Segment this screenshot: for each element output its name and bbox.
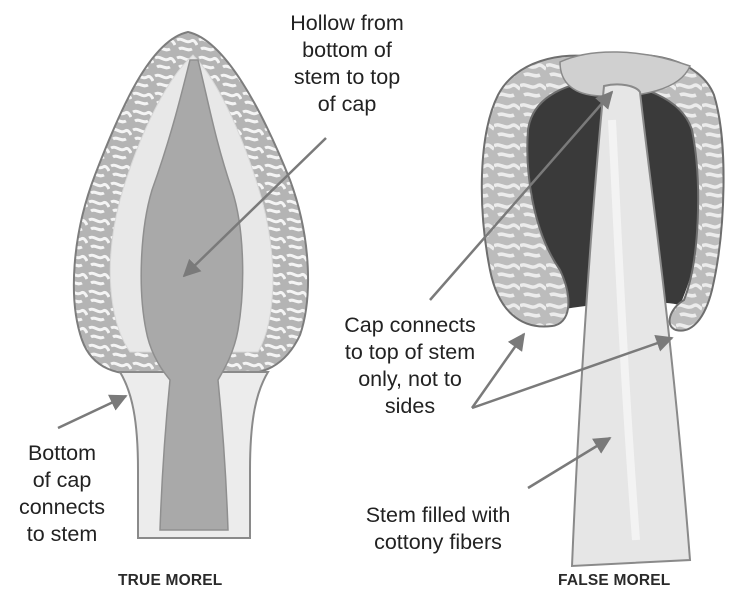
caption-true-morel: TRUE MOREL: [118, 572, 222, 590]
arrow-bottom-cap: [58, 396, 126, 428]
label-bottom-of-cap: Bottom of cap connects to stem: [2, 440, 122, 548]
false-morel-illustration: [482, 52, 724, 566]
label-cap-connects: Cap connects to top of stem only, not to…: [322, 312, 498, 420]
caption-false-morel: FALSE MOREL: [558, 572, 670, 590]
label-hollow: Hollow from bottom of stem to top of cap: [262, 10, 432, 118]
label-stem-filled: Stem filled with cottony fibers: [338, 502, 538, 556]
